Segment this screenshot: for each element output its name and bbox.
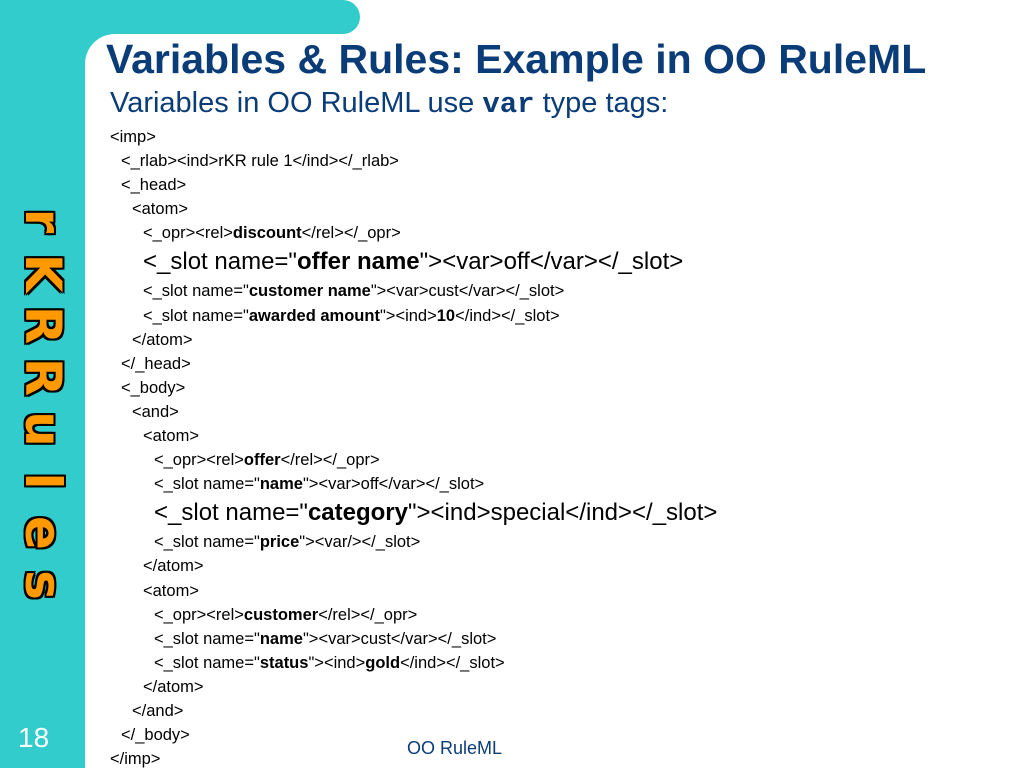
code-text: "><var>off</var></_slot> (419, 248, 684, 276)
code-line: <_opr><rel>offer</rel></_opr> (110, 448, 717, 472)
code-text: </atom> (143, 557, 204, 576)
code-keyword: category (307, 499, 408, 527)
code-line: <atom> (110, 197, 717, 221)
code-text: </imp> (110, 750, 161, 769)
code-line: <atom> (110, 424, 717, 448)
slide-subtitle: Variables in OO RuleML use var type tags… (110, 87, 668, 121)
code-keyword: discount (232, 224, 302, 243)
subtitle-suffix: type tags: (534, 87, 669, 119)
code-line: <_opr><rel>discount</rel></_opr> (110, 221, 717, 245)
code-text: "><var>cust</var></_slot> (370, 282, 565, 301)
code-keyword: gold (365, 653, 401, 672)
code-line: <_slot name="awarded amount"><ind>10</in… (110, 304, 717, 328)
top-band (0, 0, 360, 34)
code-keyword: awarded amount (248, 306, 380, 325)
code-text: <atom> (132, 200, 188, 219)
code-keyword: offer (243, 451, 281, 470)
code-text: <_slot name=" (143, 248, 297, 276)
corner-curve (85, 34, 145, 94)
code-line: <_body> (110, 376, 717, 400)
code-listing: <imp> <_rlab><ind>rKR rule 1</ind></_rlab… (110, 125, 717, 771)
code-text: </_head> (121, 354, 191, 373)
side-letter: s (14, 570, 72, 600)
code-line: <_slot name="name"><var>cust</var></_slo… (110, 627, 717, 651)
code-text: <_opr><rel> (154, 605, 244, 624)
code-line: <_rlab><ind>rKR rule 1</ind></_rlab> (110, 149, 717, 173)
subtitle-prefix: Variables in OO RuleML use (110, 87, 483, 119)
code-keyword: price (259, 533, 300, 552)
code-keyword: offer name (296, 248, 420, 276)
code-text: "><ind> (379, 306, 437, 325)
code-line: </atom> (110, 554, 717, 578)
code-text: <atom> (143, 581, 199, 600)
code-line: </imp> (110, 747, 717, 771)
code-text: <atom> (143, 427, 199, 446)
sidebar-band (0, 0, 85, 768)
code-text: <_slot name=" (143, 282, 249, 301)
code-keyword: 10 (436, 306, 456, 325)
code-text: <_slot name=" (154, 533, 260, 552)
code-text: "><var/></_slot> (299, 533, 421, 552)
code-text: <_opr><rel> (154, 451, 244, 470)
code-keyword: customer name (248, 282, 371, 301)
code-text: <_slot name=" (154, 629, 260, 648)
code-text: </ind></_slot> (400, 653, 505, 672)
code-text: </ind></_slot> (455, 306, 560, 325)
code-text: <_slot name=" (143, 306, 249, 325)
slide-footer: OO RuleML (407, 738, 503, 758)
slide-title: Variables & Rules: Example in OO RuleML (106, 36, 927, 82)
code-line: <_slot name="customer name"><var>cust</v… (110, 279, 717, 303)
code-text: </_body> (121, 726, 190, 745)
code-keyword: name (259, 629, 303, 648)
code-text: <_slot name=" (154, 653, 260, 672)
code-keyword: customer (243, 605, 319, 624)
code-text: <_slot name=" (154, 499, 308, 527)
code-line: <_slot name="name"><var>off</var></_slot… (110, 472, 717, 496)
code-keyword: status (259, 653, 309, 672)
code-text: "><ind> (308, 653, 366, 672)
code-line: <_slot name="category"><ind>special</ind… (110, 496, 717, 530)
code-line: <_slot name="price"><var/></_slot> (110, 530, 717, 554)
code-text: <_head> (121, 176, 187, 195)
code-text: <and> (132, 402, 179, 421)
code-line: <and> (110, 400, 717, 424)
code-text: </rel></_opr> (280, 451, 380, 470)
code-text: "><var>off</var></_slot> (302, 475, 485, 494)
code-text: <_slot name=" (154, 475, 260, 494)
code-text: </and> (132, 701, 184, 720)
code-keyword: name (259, 475, 303, 494)
code-line: <_opr><rel>customer</rel></_opr> (110, 603, 717, 627)
code-text: "><ind>special</ind></_slot> (408, 499, 718, 527)
code-text: </rel></_opr> (318, 605, 418, 624)
code-text: </atom> (132, 330, 193, 349)
code-line: <_slot name="status"><ind>gold</ind></_s… (110, 651, 717, 675)
slide-number: 18 (18, 722, 50, 753)
code-line: </atom> (110, 328, 717, 352)
code-line: <_head> (110, 173, 717, 197)
code-line: </and> (110, 699, 717, 723)
code-text: <_opr><rel> (143, 224, 233, 243)
code-line: </_head> (110, 352, 717, 376)
code-text: <_body> (121, 378, 186, 397)
code-line: </_body> (110, 723, 717, 747)
code-line: <imp> (110, 125, 717, 149)
code-text: "><var>cust</var></_slot> (302, 629, 497, 648)
code-text: </atom> (143, 677, 204, 696)
code-text: <_rlab><ind>rKR rule 1</ind></_rlab> (121, 152, 399, 171)
code-line: <atom> (110, 579, 717, 603)
code-text: <imp> (110, 128, 156, 146)
code-text: </rel></_opr> (301, 224, 401, 243)
code-line: </atom> (110, 675, 717, 699)
code-line: <_slot name="offer name"><var>off</var><… (110, 245, 717, 279)
subtitle-code: var (482, 88, 535, 121)
